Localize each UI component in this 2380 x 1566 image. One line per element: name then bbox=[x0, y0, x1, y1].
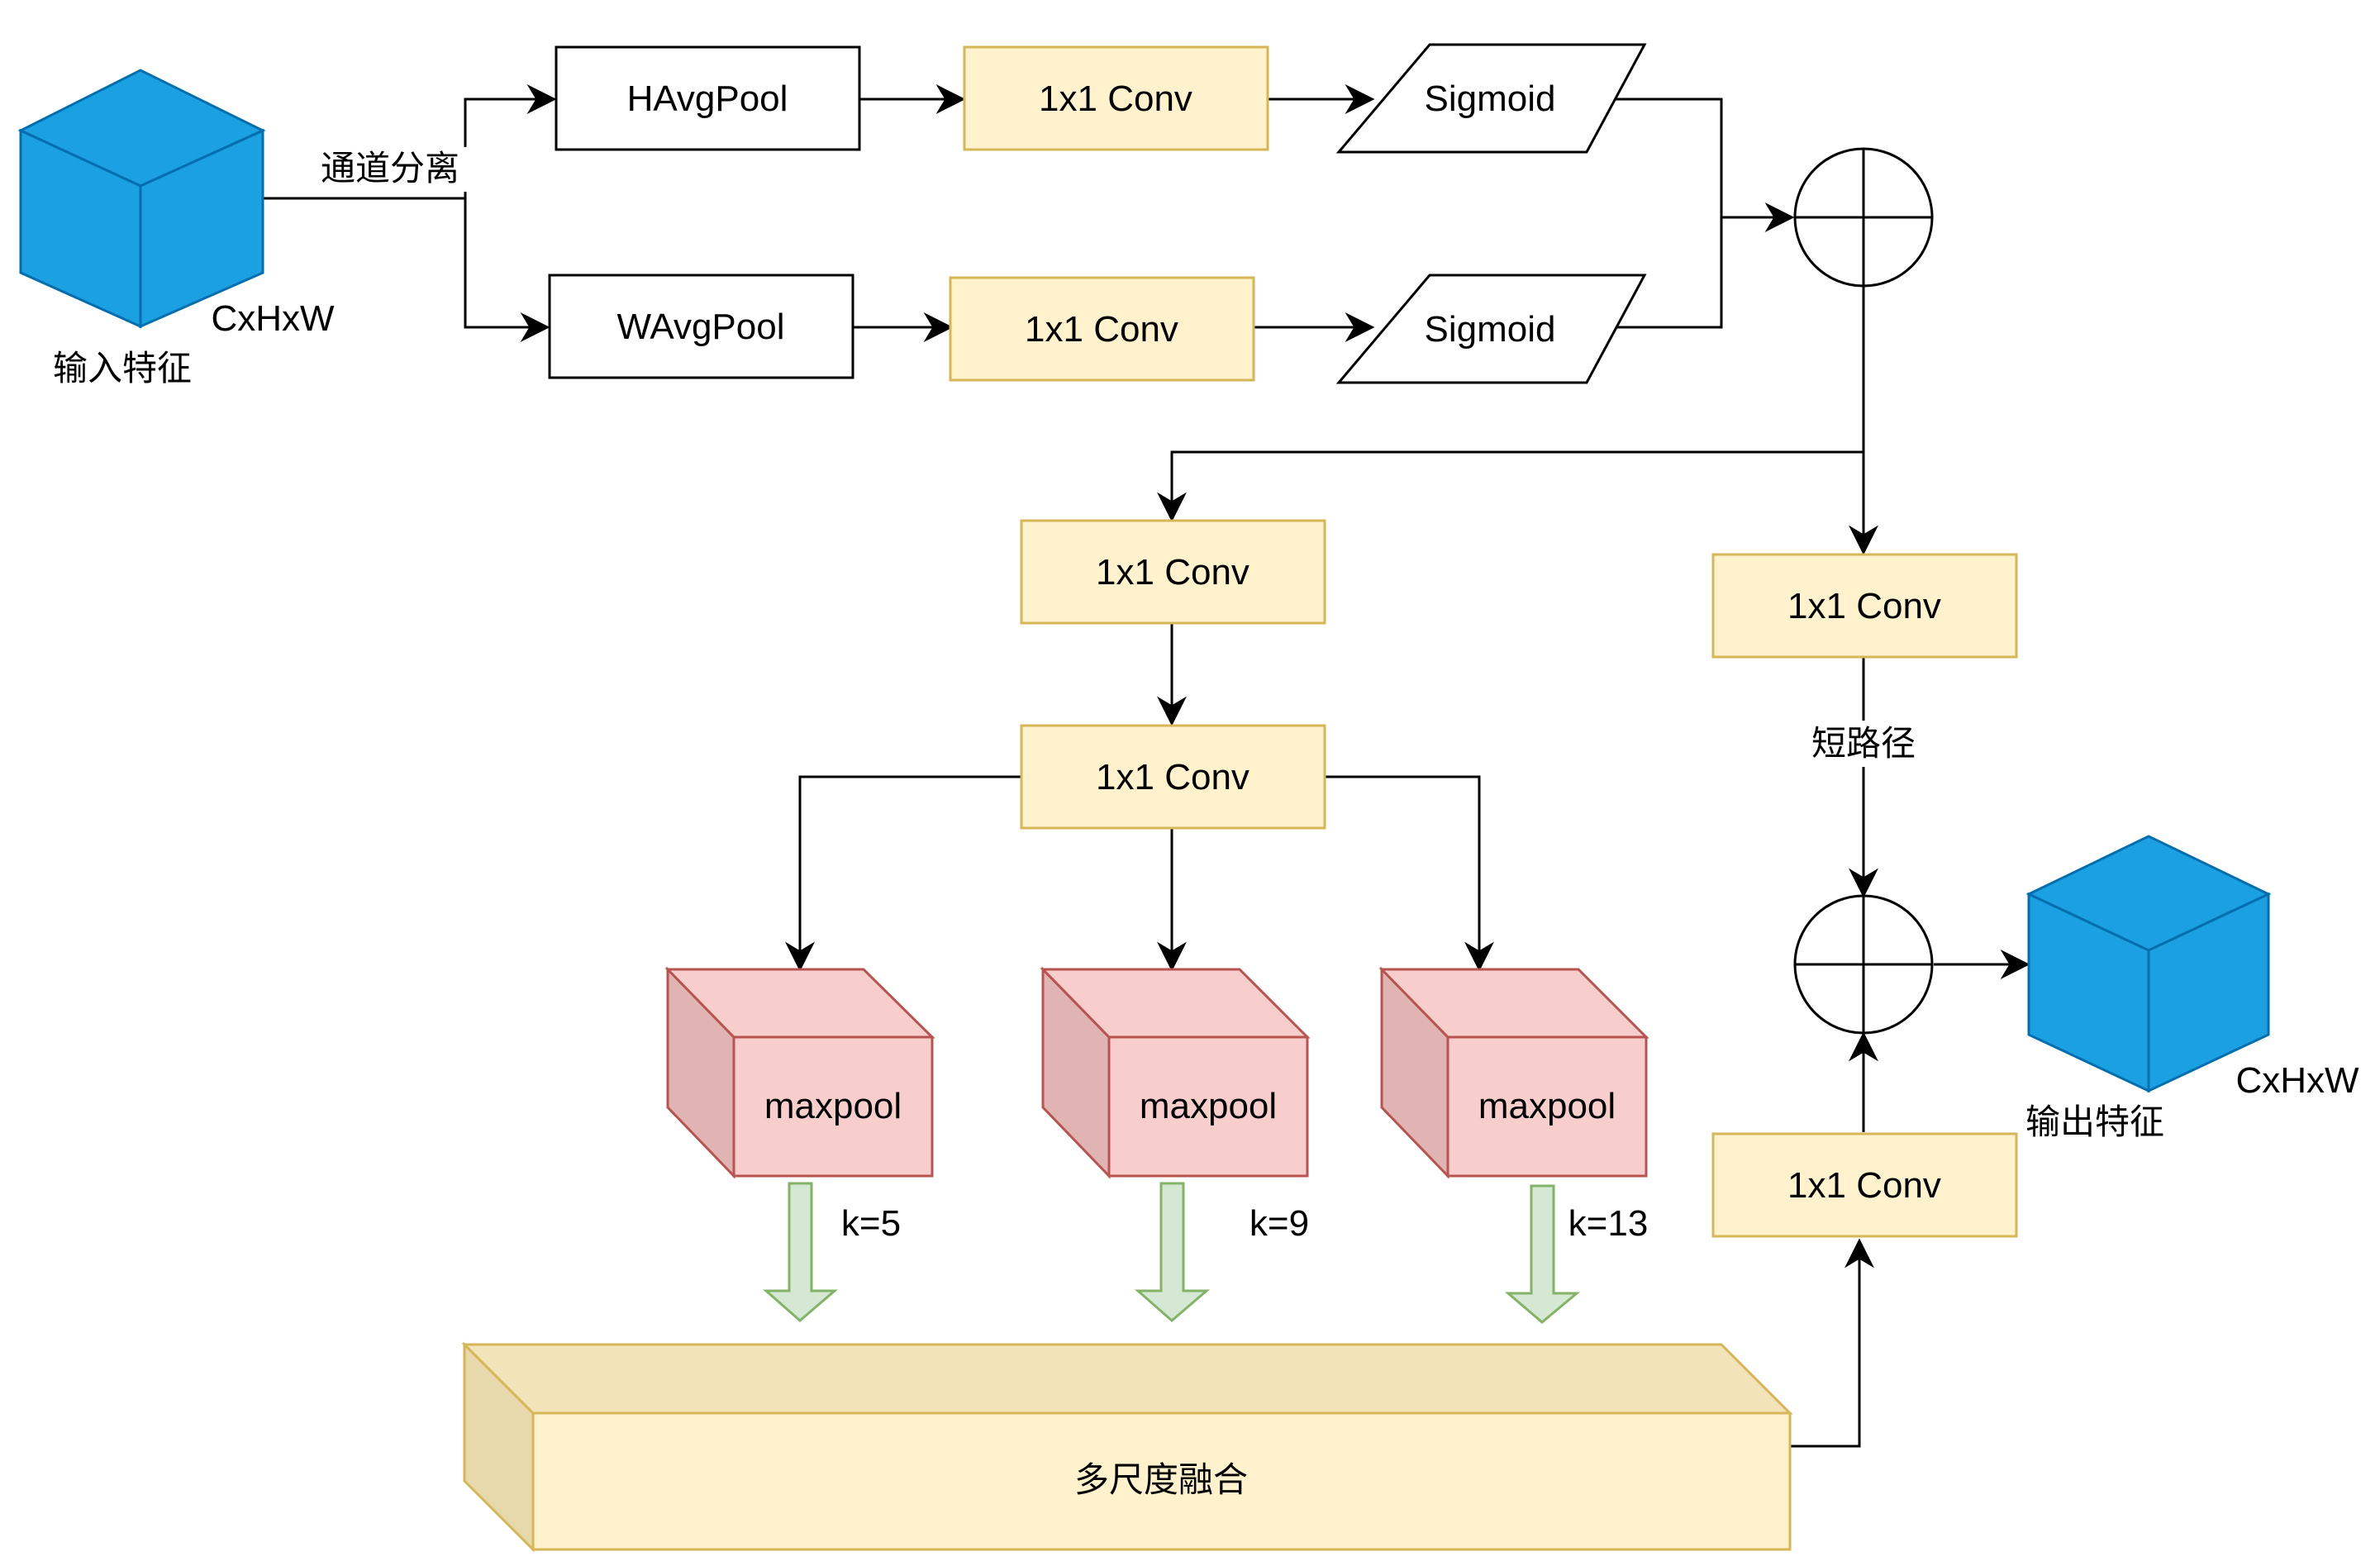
k-label-9: k=9 bbox=[1250, 1203, 1309, 1244]
k-label-5: k=5 bbox=[841, 1203, 901, 1244]
w-conv-box bbox=[949, 276, 1255, 382]
maxpool-block-3: maxpool bbox=[1378, 966, 1649, 1179]
fusion-front bbox=[531, 1411, 1792, 1551]
w-sigmoid-shape bbox=[1335, 274, 1647, 384]
output-label: 输出特征 bbox=[2025, 1102, 2164, 1142]
output-dims: CxHxW bbox=[2235, 1060, 2359, 1101]
output-cube bbox=[2025, 835, 2272, 1093]
w-conv-label: 1x1 Conv bbox=[1025, 309, 1178, 350]
edge-split-havgpool bbox=[464, 84, 557, 198]
maxpool-3-label: maxpool bbox=[1478, 1086, 1616, 1126]
shortcut-conv-label: 1x1 Conv bbox=[1787, 586, 1941, 626]
edge-label-shortcut: 短路径 bbox=[1811, 723, 1916, 764]
wavgpool-box bbox=[548, 274, 854, 379]
down-arrow-k5 bbox=[763, 1182, 839, 1322]
main-conv-a bbox=[1020, 519, 1326, 625]
main-conv-a-label: 1x1 Conv bbox=[1096, 552, 1250, 593]
h-conv-label: 1x1 Conv bbox=[1039, 79, 1192, 119]
maxpool-3-front bbox=[1446, 1035, 1648, 1178]
maxpool-block-2: maxpool bbox=[1040, 966, 1311, 1179]
w-sigmoid-label: Sigmoid bbox=[1425, 309, 1556, 350]
k-label-13: k=13 bbox=[1568, 1203, 1649, 1244]
input-label: 输入特征 bbox=[53, 348, 192, 388]
edges bbox=[263, 84, 2030, 1448]
add-node-2 bbox=[1793, 894, 1934, 1035]
maxpool-2-front bbox=[1107, 1035, 1309, 1178]
havgpool-label: HAvgPool bbox=[627, 79, 788, 119]
havgpool-box bbox=[555, 45, 861, 151]
h-sigmoid-shape bbox=[1335, 43, 1647, 154]
add-node-1 bbox=[1793, 147, 1934, 288]
wavgpool-label: WAvgPool bbox=[617, 307, 785, 347]
h-sigmoid-label: Sigmoid bbox=[1425, 79, 1556, 119]
edge-label-split: 通道分离 bbox=[321, 148, 459, 188]
maxpool-2-label: maxpool bbox=[1140, 1086, 1277, 1126]
input-cube-right bbox=[139, 128, 264, 329]
edge-wsigmoid-add bbox=[1611, 217, 1723, 329]
edge-add1-mainconv bbox=[1157, 450, 1864, 522]
output-cube-right bbox=[2147, 892, 2270, 1093]
down-arrow-k13 bbox=[1504, 1184, 1581, 1324]
maxpool-block-1: maxpool bbox=[664, 966, 935, 1179]
edge-hsigmoid-add bbox=[1611, 98, 1723, 217]
shortcut-conv bbox=[1711, 553, 2018, 659]
main-conv-b bbox=[1020, 724, 1326, 830]
input-cube bbox=[17, 69, 266, 329]
maxpool-1-label: maxpool bbox=[764, 1086, 902, 1126]
edge-split-wavgpool bbox=[464, 198, 550, 342]
fusion-block: 多尺度融合 bbox=[461, 1341, 1793, 1553]
fusion-conv-label: 1x1 Conv bbox=[1787, 1165, 1941, 1206]
h-conv-box bbox=[963, 45, 1269, 151]
fusion-label: 多尺度融合 bbox=[1074, 1459, 1248, 1500]
edge-label-bg-shortcut bbox=[1802, 721, 1925, 767]
edge-convb-maxpool3 bbox=[1326, 775, 1494, 972]
edge-fusion-fusionconv bbox=[1790, 1238, 1874, 1448]
fusion-conv bbox=[1711, 1132, 2018, 1238]
edge-convb-maxpool1 bbox=[785, 775, 1021, 972]
input-dims: CxHxW bbox=[211, 298, 335, 339]
edge-label-bg-split bbox=[312, 147, 469, 192]
main-conv-b-label: 1x1 Conv bbox=[1096, 757, 1250, 797]
maxpool-1-front bbox=[732, 1035, 934, 1178]
down-arrow-k9 bbox=[1135, 1182, 1211, 1322]
fusion-top bbox=[461, 1343, 1793, 1415]
